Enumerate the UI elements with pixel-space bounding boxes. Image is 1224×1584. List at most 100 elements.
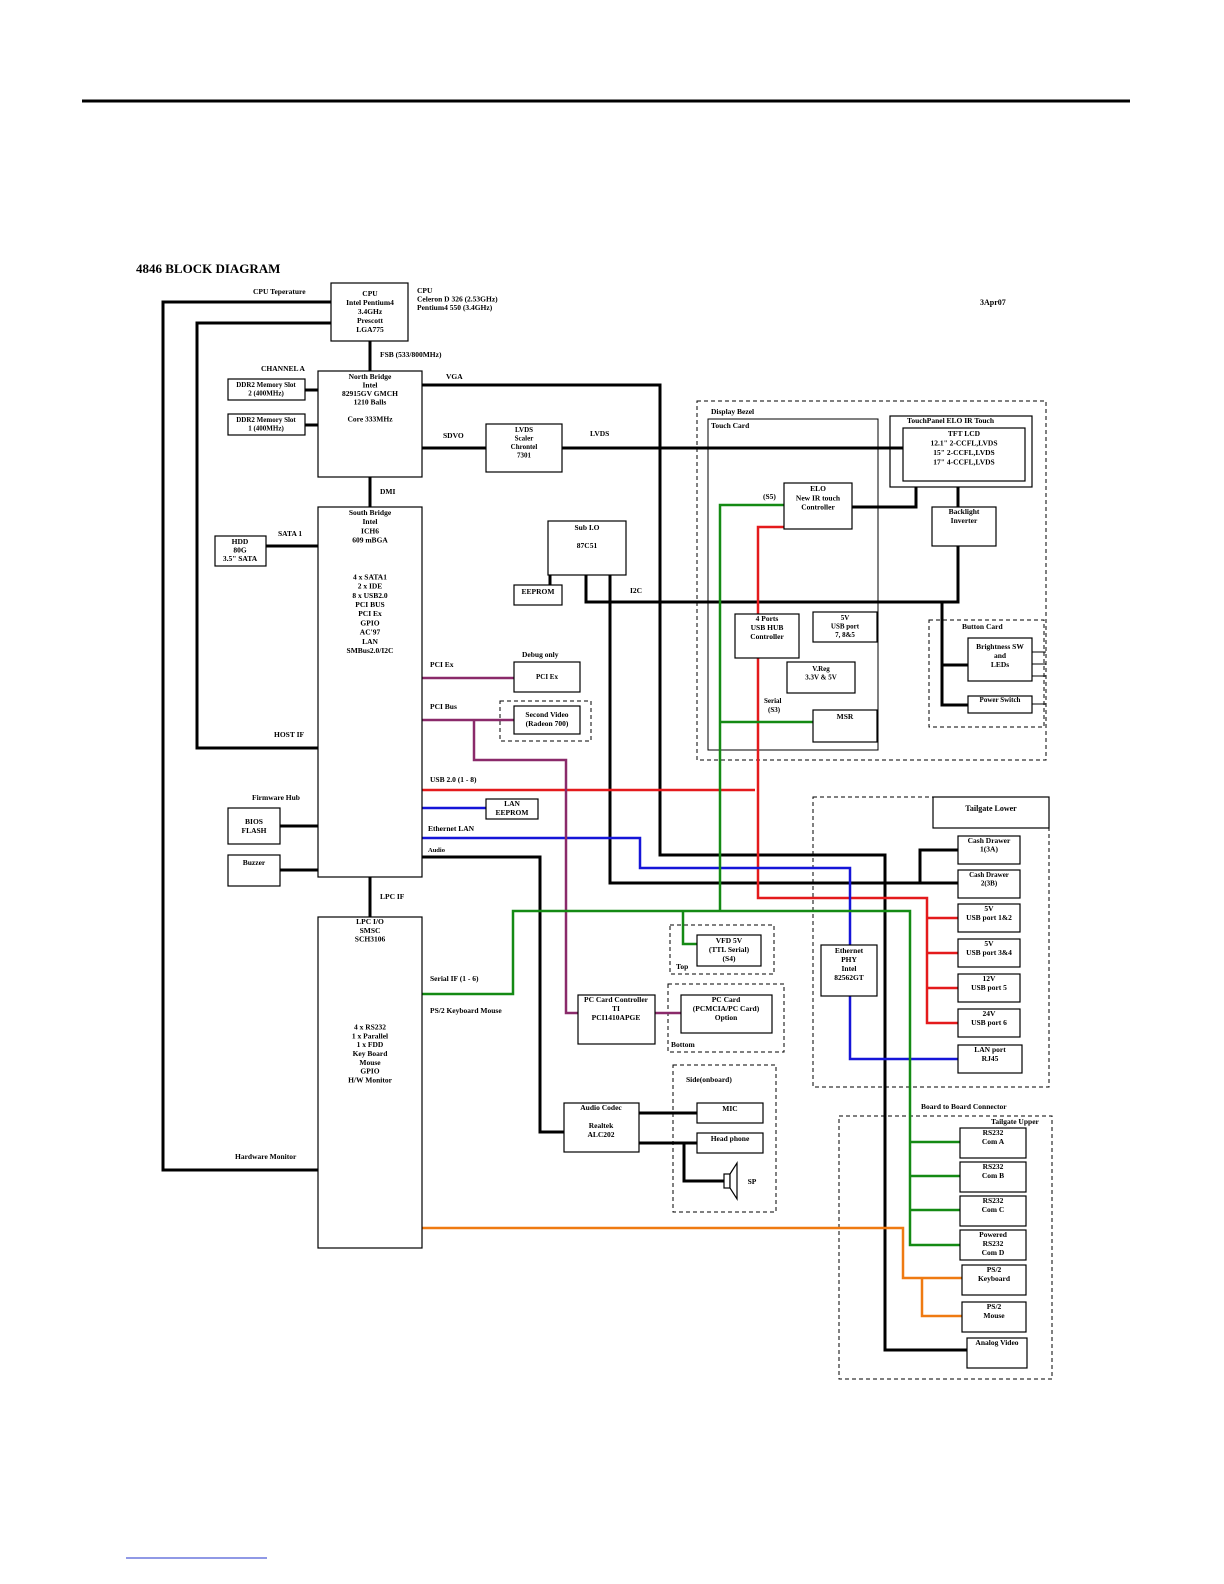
south-bridge-line: 609 mBGA xyxy=(352,536,388,545)
lpc-io-line: 1 x Parallel xyxy=(352,1031,388,1040)
label-sata1: SATA 1 xyxy=(278,529,302,538)
cpu-options-line: CPU xyxy=(417,286,433,295)
wires-red xyxy=(422,525,958,1025)
usb12-box xyxy=(957,903,1021,933)
brightness-line: LEDs xyxy=(991,660,1009,669)
wires-green xyxy=(422,503,960,1247)
label-vga: VGA xyxy=(446,372,463,381)
ps2kb-line: PS/2 xyxy=(987,1265,1002,1274)
wires-blue xyxy=(422,806,958,1061)
label-ethernet-lan: Ethernet LAN xyxy=(428,824,475,833)
usb6-box xyxy=(957,1008,1021,1038)
bios-line: FLASH xyxy=(241,826,266,835)
wire-subio-cash xyxy=(608,575,958,885)
south-bridge-line: PCI BUS xyxy=(355,600,384,609)
south-bridge-line: South Bridge xyxy=(349,508,392,517)
backlight-line: Inverter xyxy=(951,516,978,525)
lan-port-line: LAN port xyxy=(974,1045,1006,1054)
ddr2-slot2-line: DDR2 Memory Slot xyxy=(236,381,296,389)
pc-card-line: PC Card xyxy=(712,995,741,1004)
pc-card-ctrl-line: PCI1410APGE xyxy=(592,1013,641,1022)
usb-hub-box xyxy=(734,613,800,659)
coma-line: Com A xyxy=(982,1137,1005,1146)
label-button-card: Button Card xyxy=(962,622,1003,631)
comc-line: Com C xyxy=(982,1205,1005,1214)
mic-line: MIC xyxy=(722,1104,737,1113)
label-lpc-if: LPC IF xyxy=(380,892,405,901)
wire-pci-card-controller xyxy=(472,720,578,1015)
usb12-line: USB port 1&2 xyxy=(966,913,1012,922)
wire-speaker xyxy=(682,1143,724,1183)
dashed-regions xyxy=(499,400,1053,1380)
audio-codec-line: Realtek xyxy=(589,1121,614,1130)
south-bridge-box xyxy=(317,506,423,878)
eeprom-line: EEPROM xyxy=(522,587,555,596)
usb34-line: USB port 3&4 xyxy=(966,948,1012,957)
label-usb20: USB 2.0 (1 - 8) xyxy=(430,775,477,784)
lan-port-box xyxy=(957,1044,1023,1074)
vreg-box xyxy=(786,661,856,694)
lvds-scaler-line: LVDS xyxy=(515,426,533,434)
south-bridge-line: PCI Ex xyxy=(358,609,382,618)
elo-line: Controller xyxy=(801,503,835,512)
brightness-line: Brightness SW xyxy=(976,642,1024,651)
usb-port-78-line: 7, 8&5 xyxy=(835,631,855,639)
analog-line: Analog Video xyxy=(975,1338,1018,1347)
ddr2-slot2-box xyxy=(227,378,306,401)
eth-phy-line: 82562GT xyxy=(834,973,864,982)
lpc-io-line: SCH3106 xyxy=(355,935,386,944)
wire-cash-drawer1 xyxy=(918,848,958,883)
pc-card-line: Option xyxy=(715,1013,738,1022)
pci-ex-box xyxy=(513,661,581,693)
eth-phy-line: PHY xyxy=(841,955,857,964)
cpu-line: Intel Pentium4 xyxy=(346,298,394,307)
lvds-scaler-line: Chrontel xyxy=(511,443,538,451)
headphone-box xyxy=(696,1132,764,1154)
south-bridge-line: 8 x USB2.0 xyxy=(352,591,387,600)
brightness-led-ticks xyxy=(1032,651,1046,705)
bottom-region xyxy=(667,983,785,1053)
tft-lcd-line: 17" 4-CCFL,LVDS xyxy=(933,458,994,467)
hdd-line: HDD xyxy=(232,537,249,546)
coma-line: RS232 xyxy=(983,1128,1004,1137)
wire-ps2-mouse xyxy=(920,1278,962,1318)
south-bridge-line: 4 x SATA1 xyxy=(353,572,387,581)
hdd-line: 80G xyxy=(233,546,247,555)
cpu-line: LGA775 xyxy=(356,325,384,334)
south-bridge-line: Intel xyxy=(363,517,378,526)
wires-black xyxy=(161,300,968,1352)
label-audio: Audio xyxy=(428,847,445,854)
cpu-line: 3.4GHz xyxy=(358,307,383,316)
pc-card-box xyxy=(680,994,773,1034)
north-bridge-line: Intel xyxy=(363,381,378,390)
north-bridge-box xyxy=(317,370,423,478)
vfd-line: (S4) xyxy=(723,954,736,963)
ddr2-slot1-line: 1 (400MHz) xyxy=(248,425,284,433)
lpc-io-line: GPIO xyxy=(360,1067,379,1076)
cpu-box xyxy=(330,282,409,342)
label-serial: Serial xyxy=(764,697,782,705)
wire-audio xyxy=(422,855,564,1134)
tailgate-lower-header xyxy=(932,796,1050,829)
backlight-line: Backlight xyxy=(949,507,980,516)
lvds-scaler-line: Scaler xyxy=(515,435,534,443)
lan-port-line: RJ45 xyxy=(982,1054,999,1063)
label-touch-card: Touch Card xyxy=(711,421,750,430)
south-bridge-line: SMBus2.0/I2C xyxy=(347,646,394,655)
label-fsb: FSB (533/800MHz) xyxy=(380,350,442,359)
second-video-box xyxy=(513,705,581,735)
pc-card-line: (PCMCIA/PC Card) xyxy=(693,1004,760,1013)
ps2ms-line: PS/2 xyxy=(987,1302,1002,1311)
brightness-line: and xyxy=(994,651,1007,660)
cpu-options-line: Pentium4 550 (3.4GHz) xyxy=(417,303,493,312)
pc-card-controller-box xyxy=(577,994,656,1045)
label-hardware-monitor: Hardware Monitor xyxy=(235,1152,297,1161)
side-region xyxy=(672,1064,777,1213)
hdd-box xyxy=(214,535,267,567)
eth-phy-line: Intel xyxy=(842,964,857,973)
south-bridge-line: ICH6 xyxy=(361,526,379,535)
comd-line: Com D xyxy=(982,1248,1005,1257)
vreg-line: V.Reg xyxy=(812,665,830,673)
